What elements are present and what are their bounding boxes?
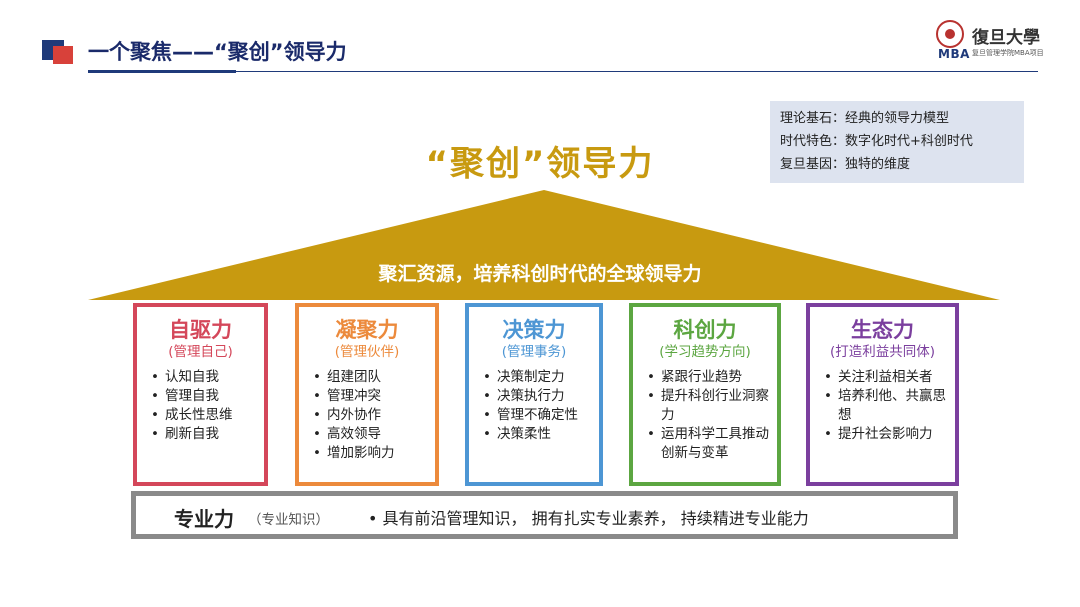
list-item: 刷新自我 xyxy=(151,425,258,444)
info-line: 时代特色：数字化时代+科创时代 xyxy=(780,134,973,149)
list-item: 组建团队 xyxy=(313,368,429,387)
logo-subtitle: 复旦管理学院MBA项目 xyxy=(972,49,1044,57)
info-box: 理论基石：经典的领导力模型 时代特色：数字化时代+科创时代 复旦基因：独特的维度 xyxy=(770,101,1024,183)
header-divider-accent xyxy=(88,70,236,73)
list-item: 高效领导 xyxy=(313,425,429,444)
pillar-list: 关注利益相关者 培养利他、共赢思想 提升社会影响力 xyxy=(810,368,955,444)
list-item: 培养利他、共赢思想 xyxy=(824,387,949,425)
list-item: 运用科学工具推动创新与变革 xyxy=(647,425,771,463)
list-item: 管理冲突 xyxy=(313,387,429,406)
pillar-title: 科创力 xyxy=(673,318,737,342)
pillar-title: 生态力 xyxy=(851,318,914,342)
list-item: 管理自我 xyxy=(151,387,258,406)
pillar-title: 自驱力 xyxy=(169,318,232,342)
logo-mba-text: MBA xyxy=(938,47,970,61)
list-item: 决策执行力 xyxy=(483,387,593,406)
list-item: 决策柔性 xyxy=(483,425,593,444)
base-title: 专业力 xyxy=(174,507,234,531)
roof-slogan: 聚汇资源，培养科创时代的全球领导力 xyxy=(378,263,702,285)
fudan-mba-logo: MBA 復旦大學 复旦管理学院MBA项目 xyxy=(936,20,1046,64)
list-item: 提升科创行业洞察力 xyxy=(647,387,771,425)
pillar-list: 认知自我 管理自我 成长性思维 刷新自我 xyxy=(137,368,264,444)
info-line: 理论基石：经典的领导力模型 xyxy=(780,111,950,126)
base-description: • 具有前沿管理知识， 拥有扎实专业素养， 持续精进专业能力 xyxy=(368,509,809,528)
roof-shape xyxy=(88,190,1000,300)
pillar-self-drive: 自驱力 (管理自己) 认知自我 管理自我 成长性思维 刷新自我 xyxy=(133,303,268,486)
list-item: 内外协作 xyxy=(313,406,429,425)
list-item: 紧跟行业趋势 xyxy=(647,368,771,387)
logo-calligraphy: 復旦大學 xyxy=(972,28,1040,48)
pillar-ecosystem: 生态力 (打造利益共同体) 关注利益相关者 培养利他、共赢思想 提升社会影响力 xyxy=(806,303,959,486)
seal-icon xyxy=(936,20,964,48)
list-item: 管理不确定性 xyxy=(483,406,593,425)
pillar-list: 紧跟行业趋势 提升科创行业洞察力 运用科学工具推动创新与变革 xyxy=(633,368,777,463)
pillar-title: 决策力 xyxy=(502,318,566,342)
pillar-cohesion: 凝聚力 (管理伙伴) 组建团队 管理冲突 内外协作 高效领导 增加影响力 xyxy=(295,303,439,486)
pillar-decision: 决策力 (管理事务) 决策制定力 决策执行力 管理不确定性 决策柔性 xyxy=(465,303,603,486)
pillar-subtitle: (打造利益共同体) xyxy=(829,344,936,360)
pillar-subtitle: (管理事务) xyxy=(501,344,567,360)
list-item: 决策制定力 xyxy=(483,368,593,387)
pillar-innovation: 科创力 (学习趋势方向) 紧跟行业趋势 提升科创行业洞察力 运用科学工具推动创新… xyxy=(629,303,781,486)
list-item: 成长性思维 xyxy=(151,406,258,425)
header-square-red xyxy=(53,46,73,64)
list-item: 认知自我 xyxy=(151,368,258,387)
list-item: 增加影响力 xyxy=(313,444,429,463)
base-subtitle: （专业知识） xyxy=(248,512,329,528)
header-divider xyxy=(88,71,1038,72)
pillar-list: 组建团队 管理冲突 内外协作 高效领导 增加影响力 xyxy=(299,368,435,463)
roof-triangle xyxy=(88,190,1000,300)
list-item: 关注利益相关者 xyxy=(824,368,949,387)
pillar-subtitle: (管理伙伴) xyxy=(334,344,400,360)
page-title: 一个聚焦——“聚创”领导力 xyxy=(88,40,347,64)
roof-title: “聚创”领导力 xyxy=(425,144,655,184)
pillar-subtitle: (管理自己) xyxy=(168,344,233,360)
pillar-title: 凝聚力 xyxy=(335,318,399,342)
pillar-list: 决策制定力 决策执行力 管理不确定性 决策柔性 xyxy=(469,368,599,444)
base-professional: 专业力 （专业知识） • 具有前沿管理知识， 拥有扎实专业素养， 持续精进专业能… xyxy=(131,491,958,539)
info-line: 复旦基因：独特的维度 xyxy=(780,157,911,172)
pillar-subtitle: (学习趋势方向) xyxy=(659,344,751,360)
list-item: 提升社会影响力 xyxy=(824,425,949,444)
